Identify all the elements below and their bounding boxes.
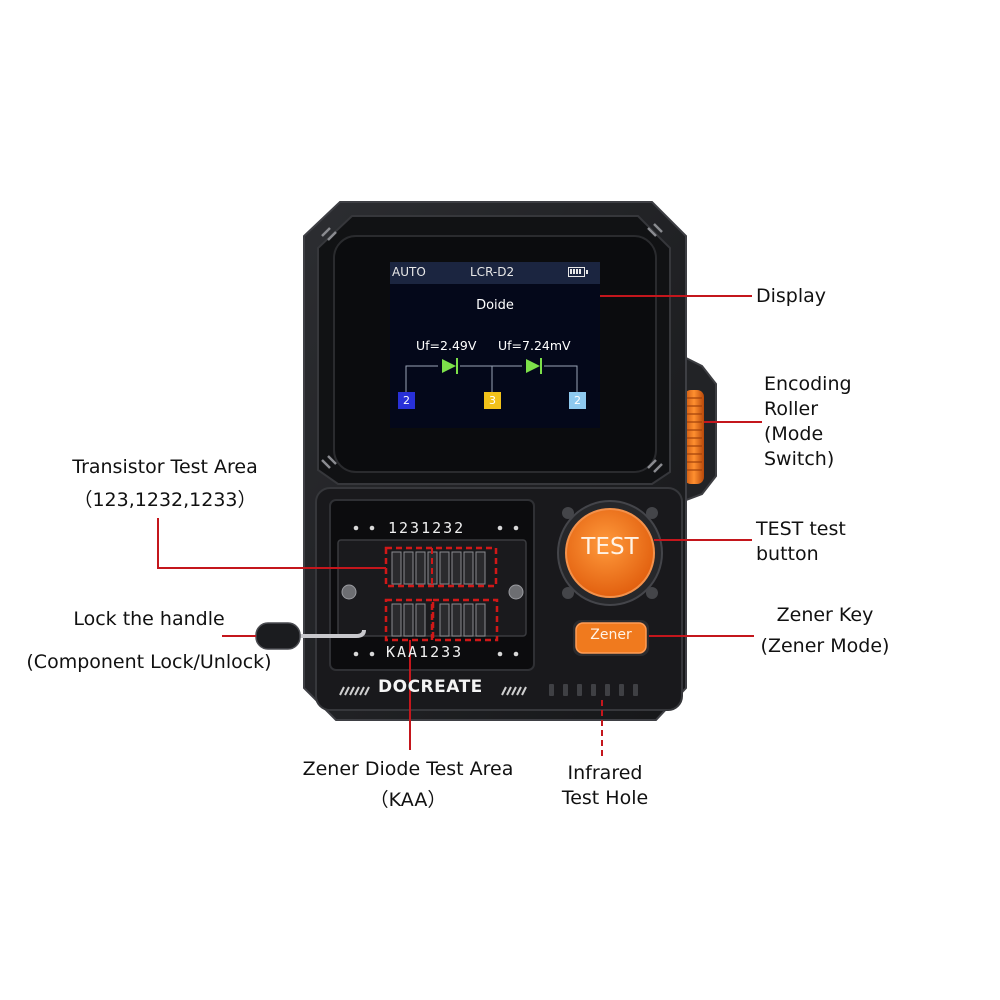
leader-transistor — [157, 518, 386, 569]
callout-zener-key: Zener Key (Zener Mode) — [740, 603, 910, 659]
battery-icon — [568, 267, 588, 277]
test-socket[interactable] — [329, 499, 535, 671]
callout-lock-handle-sub: (Component Lock/Unlock) — [26, 651, 272, 673]
callout-lock-handle: Lock the handle (Component Lock/Unlock) — [8, 607, 290, 675]
leader-lines — [157, 295, 762, 758]
infrared-test-hole — [549, 684, 638, 696]
encoding-roller[interactable] — [684, 390, 704, 484]
brand-logo: DOCREATE — [378, 677, 483, 697]
callout-infrared: Infrared Test Hole — [561, 762, 649, 809]
callout-display: Display — [756, 285, 827, 307]
screen-pin-middle: 3 — [484, 392, 501, 409]
test-button-label: TEST — [581, 534, 639, 560]
screen-status-bar: AUTO LCR-D2 — [390, 262, 600, 284]
zener-button-label: Zener — [590, 627, 632, 643]
callout-zener-key-sub: (Zener Mode) — [760, 635, 890, 657]
socket-top-label: 1231232 — [388, 519, 466, 537]
callout-transistor-area: Transistor Test Area （123,1232,1233） — [40, 455, 290, 513]
screen-uf-left: Uf=2.49V — [416, 338, 477, 353]
diode-icon-left — [442, 358, 458, 374]
diode-icon-right — [526, 358, 542, 374]
callout-zener-area: Zener Diode Test Area （KAA） — [288, 757, 528, 813]
callout-encoding-roller: Encoding Roller (Mode Switch) — [764, 373, 852, 470]
brand-decoration — [339, 686, 527, 696]
callout-test-button: TEST test button — [756, 518, 846, 565]
zener-button[interactable] — [573, 620, 649, 656]
screen-mode: AUTO — [392, 265, 426, 279]
callout-transistor-area-sub: （123,1232,1233） — [73, 489, 257, 511]
device-screen: AUTO LCR-D2 Doide Uf=2.49V Uf=7.24mV 2 — [390, 262, 600, 428]
screen-pin-right: 2 — [569, 392, 586, 409]
screen-uf-right: Uf=7.24mV — [498, 338, 571, 353]
diode-schematic — [405, 358, 578, 392]
socket-bottom-label: KAA1233 — [386, 643, 464, 661]
screen-pin-left: 2 — [398, 392, 415, 409]
callout-zener-area-sub: （KAA） — [369, 789, 447, 811]
test-button[interactable] — [557, 500, 663, 606]
screen-component-name: Doide — [476, 298, 514, 313]
screen-model: LCR-D2 — [470, 265, 515, 279]
